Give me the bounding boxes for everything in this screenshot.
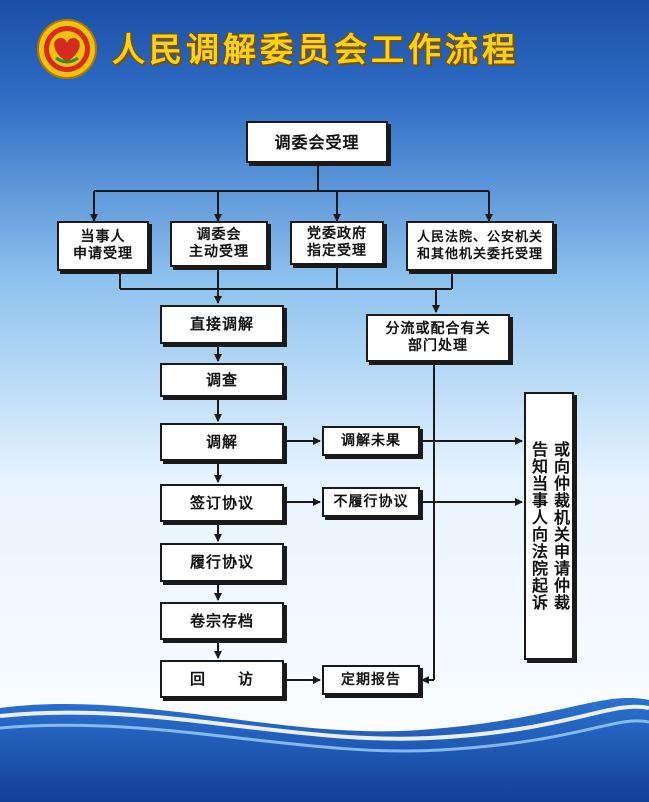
- revisit-box: 回 访: [160, 660, 284, 698]
- sign-agreement-box: 签订协议: [160, 484, 284, 522]
- accept-box: 调委会受理: [246, 121, 388, 163]
- source-party-gov-box: 党委政府 指定受理: [290, 221, 384, 265]
- final-outcome-box: 或向仲裁机关申请仲裁 告知当事人向法院起诉: [524, 392, 574, 660]
- final-outcome-text-left: 告知当事人向法院起诉: [529, 441, 548, 611]
- direct-mediation-box: 直接调解: [160, 305, 284, 344]
- final-outcome-text-right: 或向仲裁机关申请仲裁: [551, 441, 570, 611]
- not-perform-box: 不履行协议: [322, 487, 420, 517]
- mediate-box: 调解: [160, 423, 284, 461]
- source-party-box: 当事人 申请受理: [57, 221, 149, 271]
- investigate-box: 调查: [160, 363, 284, 397]
- archive-box: 卷宗存档: [160, 602, 284, 640]
- transfer-box: 分流或配合有关 部门处理: [366, 314, 510, 362]
- mediation-committee-emblem-icon: [37, 19, 97, 79]
- source-committee-box: 调委会 主动受理: [170, 221, 268, 267]
- page-title: 人民调解委员会工作流程: [112, 30, 519, 69]
- regular-report-box: 定期报告: [322, 665, 420, 695]
- mediation-failed-box: 调解未果: [322, 426, 420, 456]
- source-court-box: 人民法院、公安机关 和其他机关委托受理: [406, 221, 554, 271]
- perform-agreement-box: 履行协议: [160, 543, 284, 582]
